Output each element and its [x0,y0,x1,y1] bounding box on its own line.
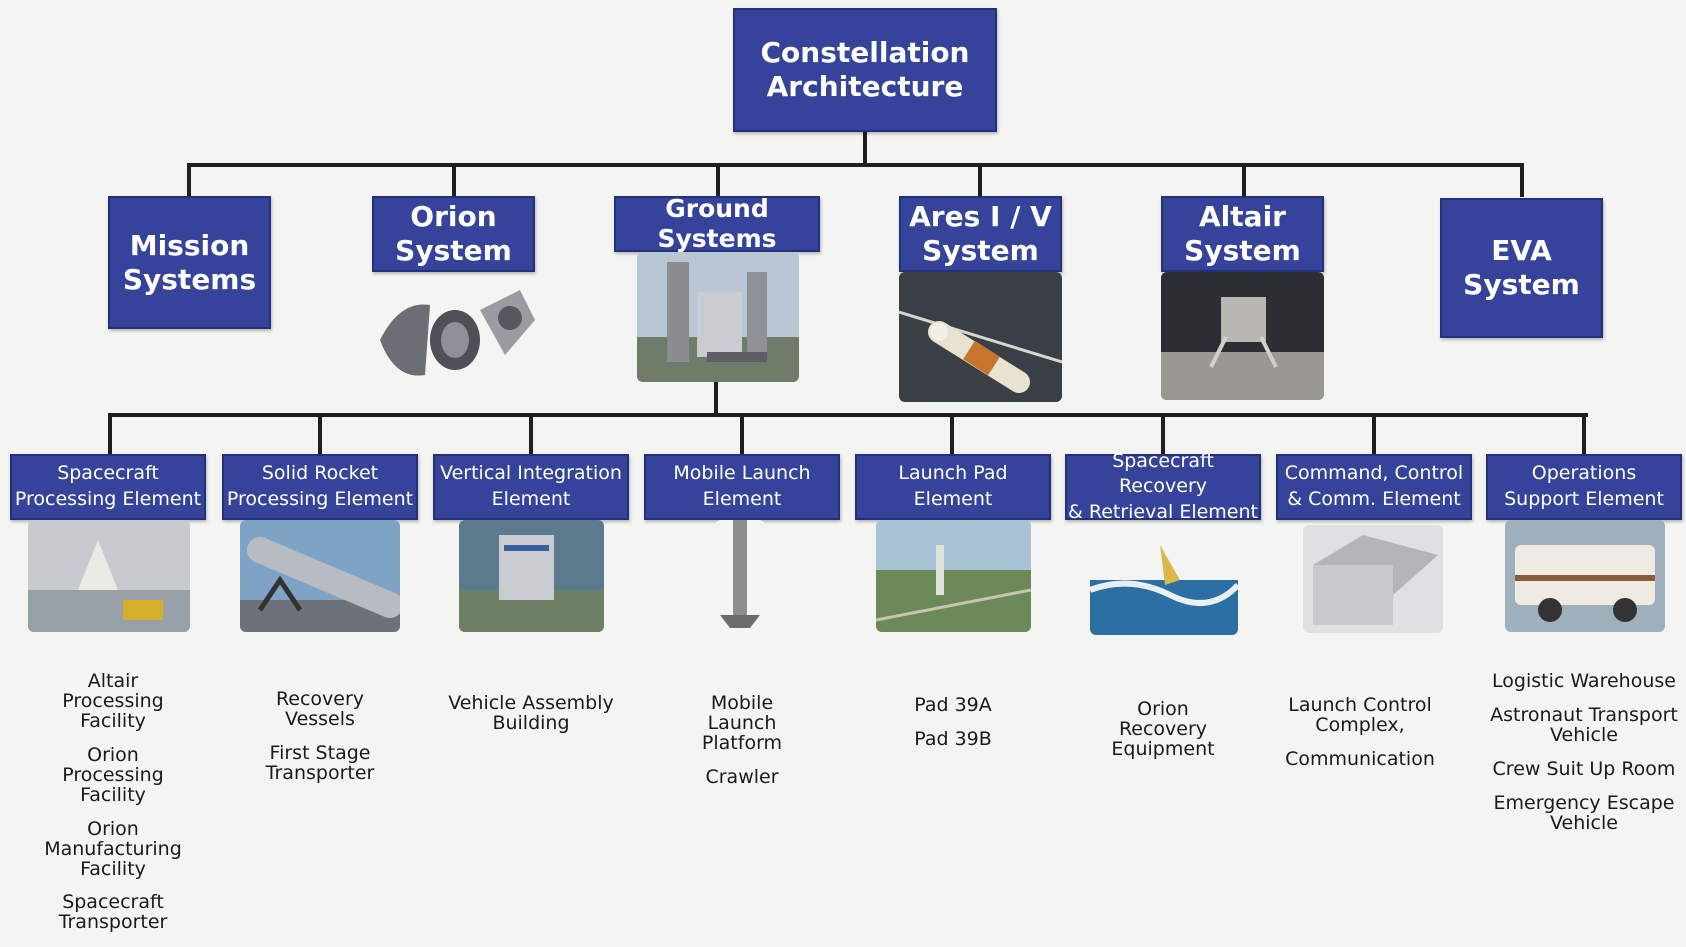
launch-pad-image [876,520,1031,632]
item-mobile-launch-platform: Mobile Launch Platform [701,692,783,754]
connector-altair [1242,163,1246,197]
item-logistic-warehouse: Logistic Warehouse [1492,670,1676,692]
item-first-stage-transporter: First Stage Transporter [265,741,375,784]
item-pad-39b: Pad 39B [914,727,992,750]
spacecraft-recovery-image [1090,535,1238,635]
item-vehicle-assembly-building: Vehicle Assembly Building [448,692,614,734]
level2-bus [187,163,1524,167]
ares-system-image [899,272,1062,402]
item-orion-processing-facility: Orion Processing Facility [62,743,164,806]
item-spacecraft-transporter: Spacecraft Transporter [58,891,168,934]
vertical-integration-items: Vehicle Assembly Building [433,692,629,748]
element-launch-pad: Launch Pad Element [855,454,1051,520]
system-ares: Ares I / V System [899,196,1062,272]
ground-down-connector [714,380,718,416]
element-spacecraft-recovery: Spacecraft Recovery & Retrieval Element [1065,450,1261,523]
item-altair-processing-facility: Altair Processing Facility [62,670,164,732]
connector-e1 [108,413,112,455]
command-control-items: Launch Control Complex, Communication [1262,694,1458,784]
item-astronaut-transport-vehicle: Astronaut Transport Vehicle [1490,703,1678,746]
launch-pad-items: Pad 39A Pad 39B [855,694,1051,764]
altair-system-image [1161,272,1324,400]
connector-e5 [950,413,954,455]
connector-e8 [1582,413,1586,455]
solid-rocket-processing-items: Recovery Vessels First Stage Transporter [222,688,418,798]
orion-system-image [370,280,545,400]
connector-orion [452,163,456,197]
connector-e7 [1372,413,1376,455]
connector-eva [1520,163,1524,197]
root-connector [863,130,867,166]
item-orion-manufacturing-facility: Orion Manufacturing Facility [44,817,182,880]
connector-e6 [1161,413,1165,455]
item-crew-suit-up-room: Crew Suit Up Room [1492,757,1676,780]
element-operations-support: Operations Support Element [1486,454,1682,520]
item-emergency-escape-vehicle: Emergency Escape Vehicle [1493,791,1675,834]
item-crawler: Crawler [705,765,779,788]
element-spacecraft-processing: Spacecraft Processing Element [10,454,206,520]
spacecraft-recovery-items: Orion Recovery Equipment [1065,698,1261,774]
item-launch-control-complex: Launch Control Complex, [1288,694,1432,736]
system-ground: Ground Systems [614,194,820,253]
spacecraft-processing-image [28,520,190,632]
system-altair: Altair System [1161,196,1324,272]
item-pad-39a: Pad 39A [914,694,992,716]
mobile-launch-image [715,520,765,632]
root-node: Constellation Architecture [733,8,997,132]
command-control-image [1303,525,1443,633]
solid-rocket-processing-image [240,520,400,632]
system-mission: Mission Systems [108,196,271,329]
connector-e2 [318,413,322,455]
item-recovery-vessels: Recovery Vessels [275,688,365,730]
operations-support-items: Logistic Warehouse Astronaut Transport V… [1486,670,1682,848]
item-orion-recovery-equipment: Orion Recovery Equipment [1111,698,1215,760]
connector-ground [716,163,720,197]
connector-ares [978,163,982,197]
level3-bus [108,413,1588,417]
vertical-integration-image [459,520,604,632]
element-vertical-integration: Vertical Integration Element [433,454,629,520]
ground-systems-image [637,252,799,382]
mobile-launch-items: Mobile Launch Platform Crawler [644,692,840,802]
spacecraft-processing-items: Altair Processing Facility Orion Process… [20,670,206,947]
item-communication: Communication [1285,747,1435,770]
system-orion: Orion System [372,196,535,272]
operations-support-image [1505,520,1665,632]
connector-e3 [529,413,533,455]
element-command-control: Command, Control & Comm. Element [1276,454,1472,520]
connector-e4 [740,413,744,455]
element-mobile-launch: Mobile Launch Element [644,454,840,520]
element-solid-rocket-processing: Solid Rocket Processing Element [222,454,418,520]
system-eva: EVA System [1440,198,1603,338]
connector-mission [187,163,191,197]
